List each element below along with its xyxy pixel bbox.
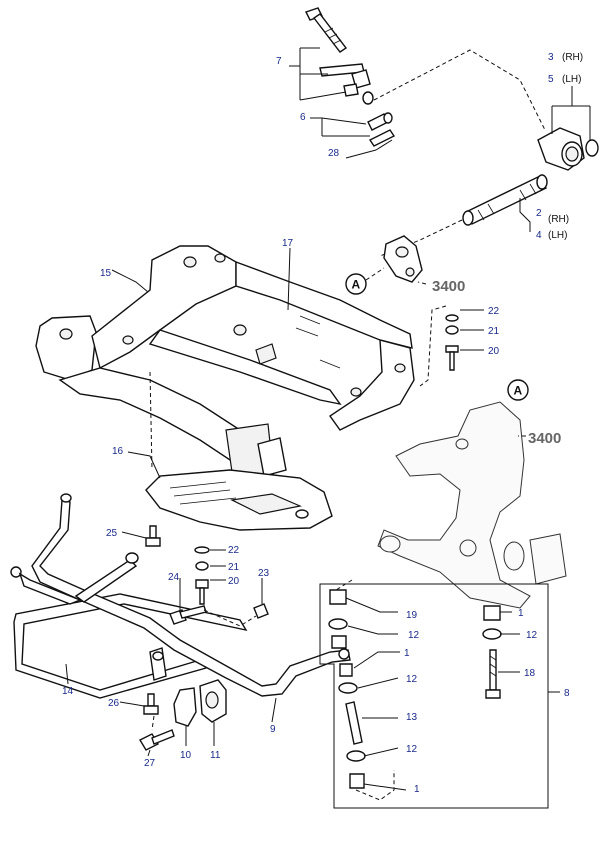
skid-plate-16 [145,469,333,531]
link-kit-leaders [345,597,520,791]
label-27: 27 [144,758,156,769]
label-12b: 12 [406,674,418,685]
leaders-upper-fasteners [460,309,484,351]
label-23: 23 [258,568,270,579]
bracket-10 [173,687,197,746]
upper-bushing-assembly [537,86,599,171]
circle-marker [507,379,529,401]
label-15: 15 [100,268,112,279]
bolt-26 [119,693,159,715]
code-3400-top: 3400 [432,278,465,295]
label-1c: 1 [518,608,524,619]
label-25: 25 [106,528,118,539]
label-19: 19 [406,610,418,621]
label-22a: 22 [488,306,500,317]
label-17: 17 [282,238,294,249]
code-3400-bottom: 3400 [528,430,561,447]
label-22b: 22 [228,545,240,556]
dashed-guide-fastener [419,305,447,387]
label-1a: 1 [404,648,410,659]
fastener-set-upper [445,314,459,371]
label-1b: 1 [414,784,420,795]
nut-23 [253,578,269,619]
dashed-guide-lower [203,609,257,627]
reference-a-top: A 3400 [345,267,465,295]
label-14: 14 [62,686,74,697]
bar-bracket [149,647,167,681]
dashed-guide-bolts [151,715,155,731]
dashed-guide-upper [373,49,546,131]
bracket-7-leaders [289,47,347,101]
washers-lower [194,546,226,605]
label-24: 24 [168,572,180,583]
label-21b: 21 [228,562,240,573]
reference-a-bottom: A 3400 [507,379,561,447]
label-26: 26 [108,698,120,709]
link-kit-parts [328,589,502,789]
crossmember-15 [35,245,415,487]
label-lh-top: (LH) [562,74,581,85]
label-12a: 12 [408,630,420,641]
bolt-24 [169,578,207,625]
leader-25 [121,531,147,539]
link-kit-box [319,583,560,809]
label-21a: 21 [488,326,500,337]
dashed-guide-16 [149,371,153,471]
leader-9 [271,697,277,723]
dashed-guide-link [335,579,395,801]
dashed-guide-shaft [379,219,463,257]
side-labels: (RH) (LH) (RH) (LH) [548,52,583,241]
label-rh-mid: (RH) [548,214,569,225]
label-20b: 20 [228,576,240,587]
bracket-upper [383,235,423,283]
label-9: 9 [270,724,276,735]
label-10: 10 [180,750,192,761]
bolt-25 [145,525,161,547]
label-6: 6 [300,112,306,123]
circle-marker [345,273,367,295]
leader-16 [127,451,161,479]
circle-label-a2: A [514,384,523,398]
leader-15 [111,269,149,293]
label-20a: 20 [488,346,500,357]
dashed-pointer-code [417,281,427,285]
label-5: 5 [548,74,554,85]
lower-control-arm [377,401,567,609]
bolt-27 [139,729,175,757]
label-3: 3 [548,52,554,63]
label-7: 7 [276,56,282,67]
label-18: 18 [524,668,536,679]
label-28: 28 [328,148,340,159]
leader-14 [65,663,69,685]
label-2: 2 [536,208,542,219]
label-12c: 12 [406,744,418,755]
label-4: 4 [536,230,542,241]
label-16: 16 [112,446,124,457]
cross-shaft-assembly [462,174,548,232]
label-13: 13 [406,712,418,723]
label-11: 11 [210,750,221,761]
bolt-6-assembly [310,112,396,159]
bolt-7-assembly [305,7,374,105]
label-12d: 12 [526,630,538,641]
label-8: 8 [564,688,570,699]
bushing-11 [199,679,227,746]
part-number-labels: 7 6 28 3 5 2 4 15 17 16 22 21 20 25 22 2… [62,52,570,795]
leader-17 [287,247,291,311]
label-rh-top: (RH) [562,52,583,63]
stabilizer-bar [10,493,351,699]
circle-label-a1: A [352,278,361,292]
dashed-pointer [365,267,385,281]
label-lh-mid: (LH) [548,230,567,241]
